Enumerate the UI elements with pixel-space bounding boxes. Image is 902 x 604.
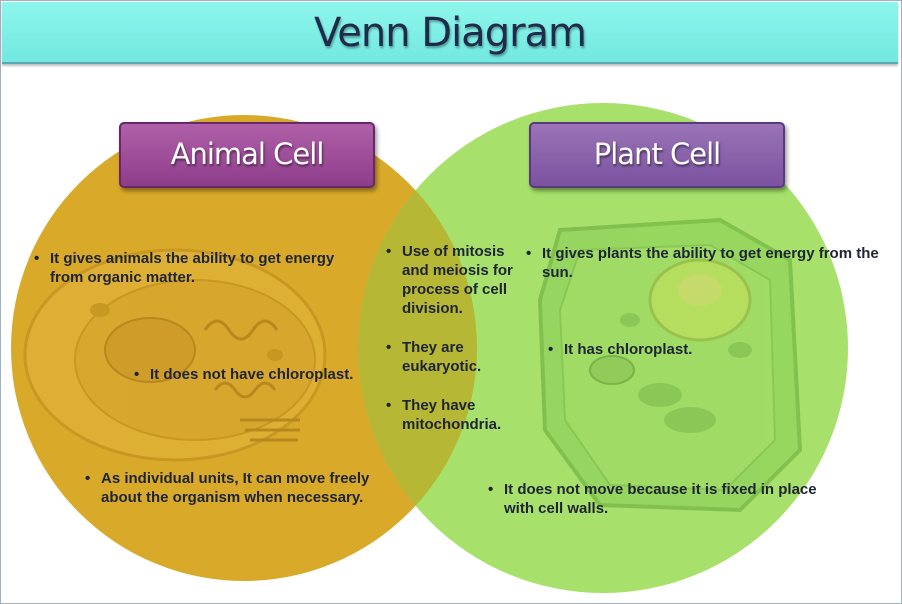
- plant-bullet: •It gives plants the ability to get ener…: [526, 245, 879, 281]
- diagram-title: Venn Diagram: [313, 10, 587, 56]
- plant-cell-illustration: [537, 217, 803, 513]
- shared-bullet: •They have mitochondria.: [386, 397, 502, 433]
- animal-cell-illustration: [23, 248, 327, 462]
- animal-bullet: •It gives animals the ability to get ene…: [34, 250, 335, 286]
- plant-bullet: •It has chloroplast.: [548, 341, 693, 358]
- animal-bullet: •As individual units, It can move freely…: [85, 470, 370, 506]
- shared-bullet: •They are eukaryotic.: [386, 339, 482, 375]
- animal-cell-label: Animal Cell: [119, 122, 375, 188]
- title-bar: Venn Diagram: [2, 2, 898, 64]
- plant-cell-label: Plant Cell: [529, 122, 785, 188]
- plant-bullet: •It does not move because it is fixed in…: [488, 481, 817, 517]
- animal-bullet: •It does not have chloroplast.: [134, 366, 354, 383]
- shared-bullet: •Use of mitosis and meiosis for process …: [386, 243, 513, 317]
